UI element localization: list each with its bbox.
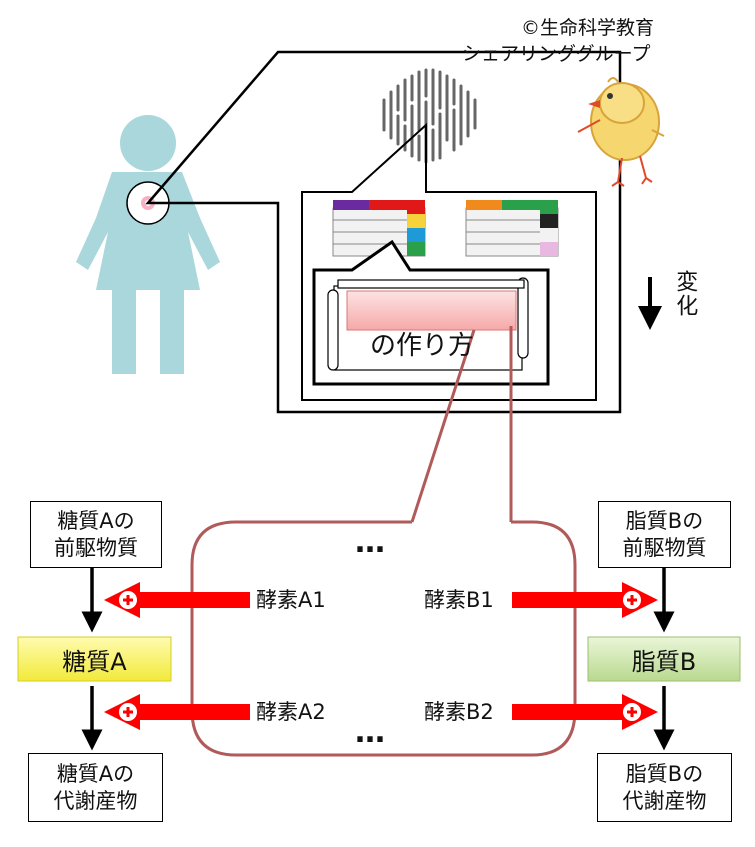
chick-icon (577, 77, 665, 187)
enzyme-b2-arrow (512, 694, 658, 730)
enzyme-a2-arrow (104, 694, 250, 730)
cell-zoom-callout (145, 50, 622, 414)
product-b-fill (587, 636, 741, 682)
enzyme-a2-label: 酵素A2 (256, 700, 326, 724)
genome-callout (301, 122, 597, 401)
dots-bottom: … (355, 715, 385, 750)
enzyme-b2-label: 酵素B2 (424, 700, 494, 724)
enzyme-b1-arrow (512, 582, 658, 618)
lipid-b-metabolite-line2: 代謝産物 (622, 788, 707, 813)
sugar-a-metabolite-box: 糖質Aの 代謝産物 (28, 753, 163, 822)
recipe-text: の作り方 (370, 331, 475, 361)
credit-line2: シェアリンググループ (462, 43, 651, 65)
lipid-b-metabolite-line1: 脂質Bの (625, 762, 704, 787)
recipe-name-field (346, 290, 517, 331)
enzyme-a1-label: 酵素A1 (256, 588, 326, 612)
lipid-b-metabolite-box: 脂質Bの 代謝産物 (597, 753, 732, 822)
book-stack-left-icon (332, 200, 426, 257)
credit-line1: ©生命科学教育 (521, 17, 655, 39)
lipid-b-precursor-box: 脂質Bの 前駆物質 (598, 501, 731, 568)
enzyme-bubble (190, 520, 577, 757)
sugar-a-precursor-box: 糖質Aの 前駆物質 (30, 501, 162, 568)
enzyme-a1-arrow (104, 582, 250, 618)
lipid-b-precursor-line2: 前駆物質 (622, 535, 707, 560)
sugar-a-precursor-line2: 前駆物質 (54, 535, 138, 560)
sugar-a-metabolite-line1: 糖質Aの (56, 762, 135, 787)
woman-figure-icon (76, 115, 220, 374)
product-a-fill (17, 636, 172, 682)
lipid-b-product-label: 脂質B (631, 647, 697, 676)
change-label: 変化 (672, 270, 698, 318)
dots-top: … (355, 525, 385, 560)
sugar-a-product-label: 糖質A (62, 647, 127, 676)
zoom-line (410, 329, 476, 523)
book-stack-right-icon (465, 200, 559, 257)
sugar-a-precursor-line1: 糖質Aの (57, 509, 135, 534)
sugar-a-metabolite-line2: 代謝産物 (53, 788, 138, 813)
lipid-b-precursor-line1: 脂質Bの (625, 509, 704, 534)
chromosome-icon (382, 68, 477, 164)
enzyme-b1-label: 酵素B1 (424, 588, 494, 612)
